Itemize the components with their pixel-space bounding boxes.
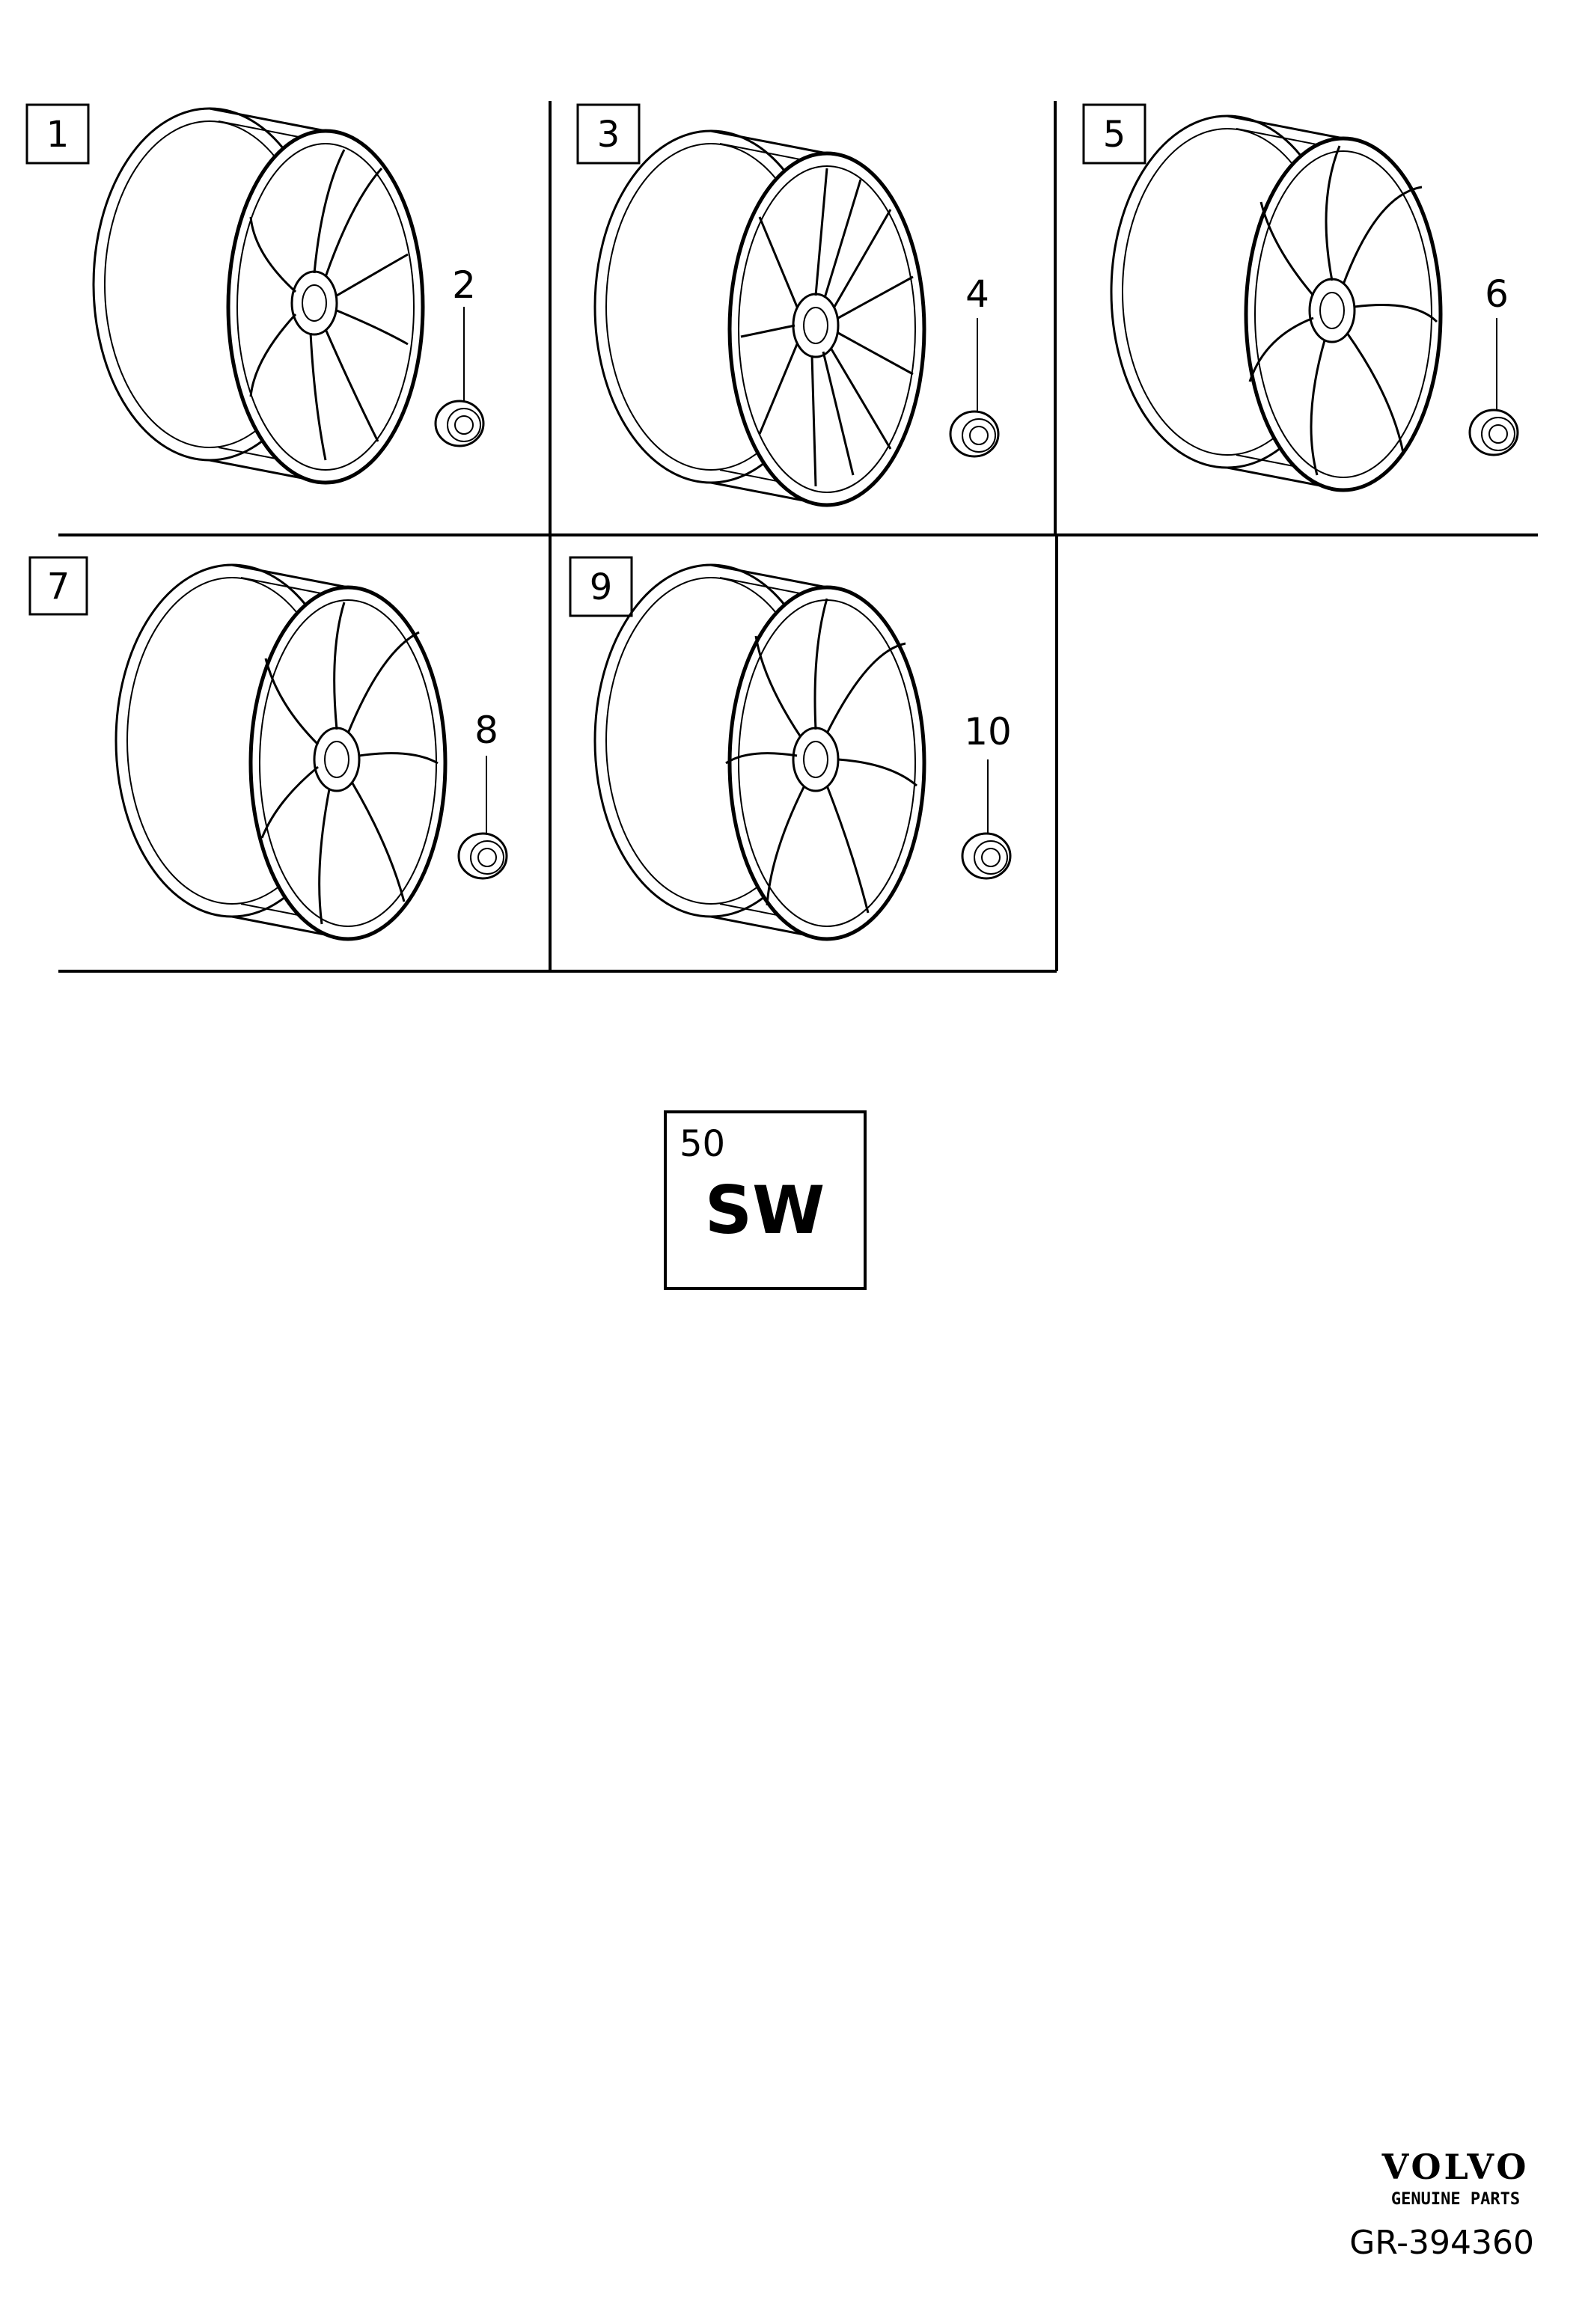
legend-box: 50 SW — [664, 1110, 867, 1290]
callout-box-3 — [576, 103, 641, 165]
wheel-rim-3 — [595, 131, 924, 505]
callout-9: 9 — [590, 566, 613, 608]
reference-number: GR-394360 — [1349, 2224, 1534, 2262]
center-cap-2 — [434, 400, 485, 447]
footer: VOLVO GENUINE PARTS GR-394360 — [1349, 2147, 1534, 2262]
wheel-rim-5 — [1111, 116, 1441, 490]
wheel-rim-1 — [94, 108, 423, 483]
center-cap-6 — [1468, 409, 1519, 456]
center-cap-8 — [457, 832, 508, 880]
panel-wheel-1: 1 2 — [25, 103, 485, 483]
callout-5: 5 — [1103, 114, 1126, 156]
wheel-rim-7 — [116, 565, 445, 939]
legend-number: 50 — [680, 1123, 725, 1165]
callout-1: 1 — [46, 114, 70, 156]
center-cap-10 — [961, 832, 1012, 880]
callout-3: 3 — [597, 114, 620, 156]
callout-10: 10 — [964, 710, 1012, 753]
panel-wheel-9: 9 10 — [569, 556, 1012, 939]
brand-subtitle: GENUINE PARTS — [1391, 2190, 1520, 2209]
panel-wheel-3: 3 4 — [576, 103, 1000, 505]
callout-box-9 — [569, 556, 633, 617]
grid-lines — [58, 101, 1538, 973]
panel-wheel-5: 5 6 — [1082, 103, 1519, 490]
brand-logo: VOLVO — [1381, 2147, 1530, 2187]
callout-box-7 — [28, 556, 88, 616]
center-cap-4 — [949, 410, 1000, 458]
callout-box-5 — [1082, 103, 1146, 165]
legend-code: SW — [705, 1172, 825, 1249]
callout-2: 2 — [452, 263, 476, 307]
callout-8: 8 — [474, 709, 498, 752]
callout-4: 4 — [965, 272, 989, 316]
callout-6: 6 — [1485, 272, 1509, 316]
callout-7: 7 — [47, 566, 70, 608]
panel-wheel-7: 7 8 — [28, 556, 508, 939]
callout-box-1 — [25, 103, 90, 165]
wheel-rim-9 — [595, 565, 924, 939]
